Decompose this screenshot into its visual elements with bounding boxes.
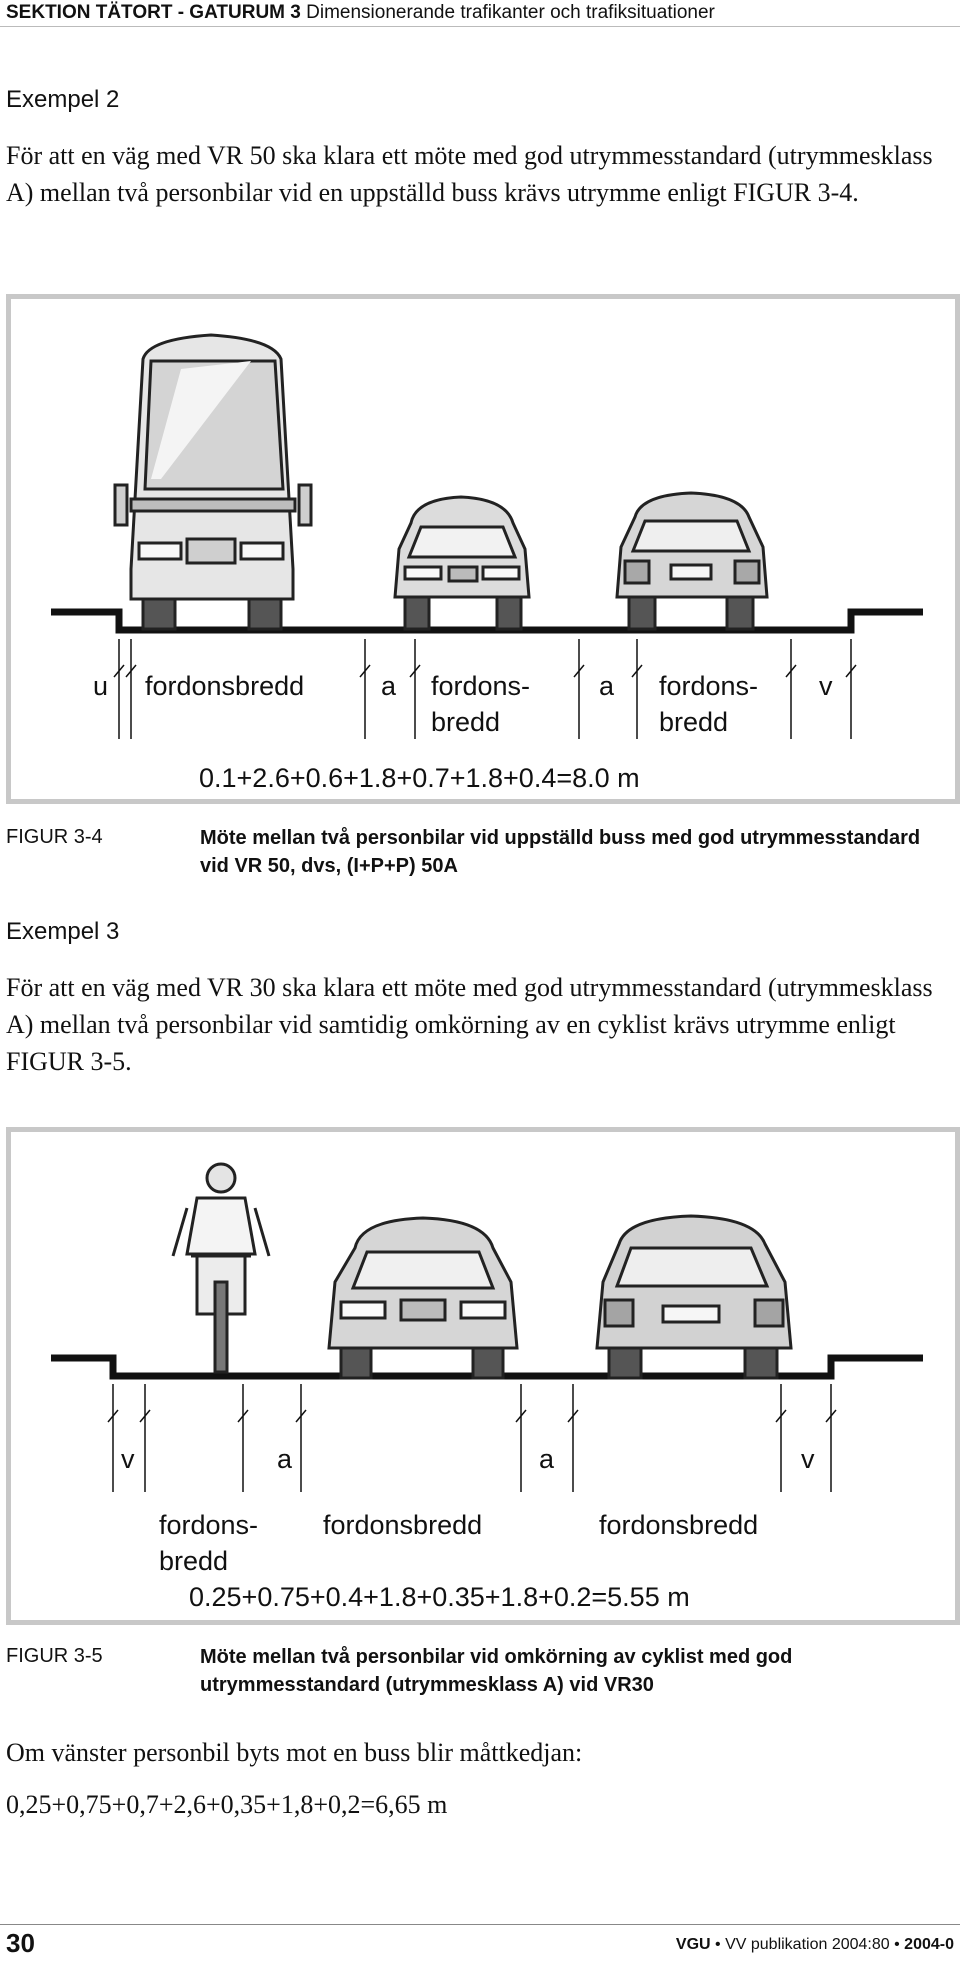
- example2-text: För att en väg med VR 50 ska klara ett m…: [6, 141, 933, 207]
- dim-label-fordons1-l2: bredd: [431, 707, 500, 737]
- cyclist-illustration: [171, 1162, 271, 1374]
- car4-illustration: [595, 1214, 793, 1380]
- dimension-ticks-2: [107, 1384, 837, 1492]
- footer-rule: [0, 1924, 960, 1925]
- bus-illustration: [113, 333, 313, 631]
- header-chapter-title: Dimensionerande trafikanter och trafiksi…: [306, 2, 715, 23]
- figure-3-5: v a a v fordons- bredd fordonsbredd ford…: [6, 1127, 960, 1625]
- dim-label-fordons1-l1: fordons-: [431, 671, 530, 701]
- example3-text: För att en väg med VR 30 ska klara ett m…: [6, 973, 933, 1076]
- closing-text-1: Om vänster personbil byts mot en buss bl…: [6, 1738, 583, 1767]
- figure34-label: FIGUR 3-4: [6, 826, 103, 848]
- dim-label-fordonsbredd-2: fordonsbredd: [599, 1510, 758, 1540]
- dim-label-v1: v: [121, 1444, 135, 1474]
- closing-text-2: 0,25+0,75+0,7+2,6+0,35+1,8+0,2=6,65 m: [6, 1790, 448, 1819]
- footer-separator-2: •: [894, 1936, 900, 1953]
- figure34-caption: Möte mellan två personbilar vid uppställ…: [200, 827, 921, 877]
- dim-label-a1: a: [381, 671, 397, 701]
- running-header: SEKTION TÄTORT - GATURUM 3 Dimensioneran…: [6, 2, 956, 24]
- header-section: SEKTION TÄTORT - GATURUM: [6, 2, 285, 23]
- dim-label-fordons-l1: fordons-: [159, 1510, 258, 1540]
- dim-label-fordonsbredd: fordonsbredd: [145, 671, 304, 701]
- example2-heading: Exempel 2: [6, 86, 120, 113]
- header-rule: [0, 26, 960, 27]
- dimension-ticks: [113, 639, 857, 739]
- dim-label-fordons-l2: bredd: [159, 1546, 228, 1576]
- figure-3-4: u fordonsbredd a fordons- bredd a fordon…: [6, 294, 960, 804]
- car3-illustration: [327, 1216, 519, 1380]
- dim-label-v2: v: [801, 1444, 815, 1474]
- dim-label-a1-2: a: [277, 1444, 293, 1474]
- figure-3-5-drawing: v a a v fordons- bredd fordonsbredd ford…: [51, 1162, 923, 1612]
- car2-illustration: [615, 491, 769, 631]
- footer-edition: 2004-0: [904, 1936, 954, 1953]
- footer-publication-ref: VV publikation 2004:80: [725, 1936, 890, 1953]
- dim-label-a2: a: [599, 671, 615, 701]
- dim-label-a2-2: a: [539, 1444, 555, 1474]
- dim-label-fordonsbredd-1: fordonsbredd: [323, 1510, 482, 1540]
- figure35-label: FIGUR 3-5: [6, 1645, 103, 1667]
- dim-label-u: u: [93, 671, 108, 701]
- road-profile: [51, 608, 923, 634]
- footer-separator-1: •: [715, 1936, 721, 1953]
- page-number: 30: [6, 1928, 35, 1958]
- example3-heading: Exempel 3: [6, 918, 120, 945]
- header-chapter-number: 3: [290, 2, 301, 23]
- car1-illustration: [393, 495, 531, 631]
- footer-brand: VGU: [675, 1936, 711, 1953]
- figure-3-4-drawing: u fordonsbredd a fordons- bredd a fordon…: [51, 333, 923, 793]
- figure35-formula: 0.25+0.75+0.4+1.8+0.35+1.8+0.2=5.55 m: [189, 1582, 690, 1612]
- figure35-caption: Möte mellan två personbilar vid omkörnin…: [200, 1646, 793, 1696]
- dim-label-v: v: [819, 671, 833, 701]
- dim-label-fordons2-l1: fordons-: [659, 671, 758, 701]
- dim-label-fordons2-l2: bredd: [659, 707, 728, 737]
- footer-publication: VGU • VV publikation 2004:80 • 2004-0: [676, 1936, 954, 1954]
- figure34-formula: 0.1+2.6+0.6+1.8+0.7+1.8+0.4=8.0 m: [199, 763, 640, 793]
